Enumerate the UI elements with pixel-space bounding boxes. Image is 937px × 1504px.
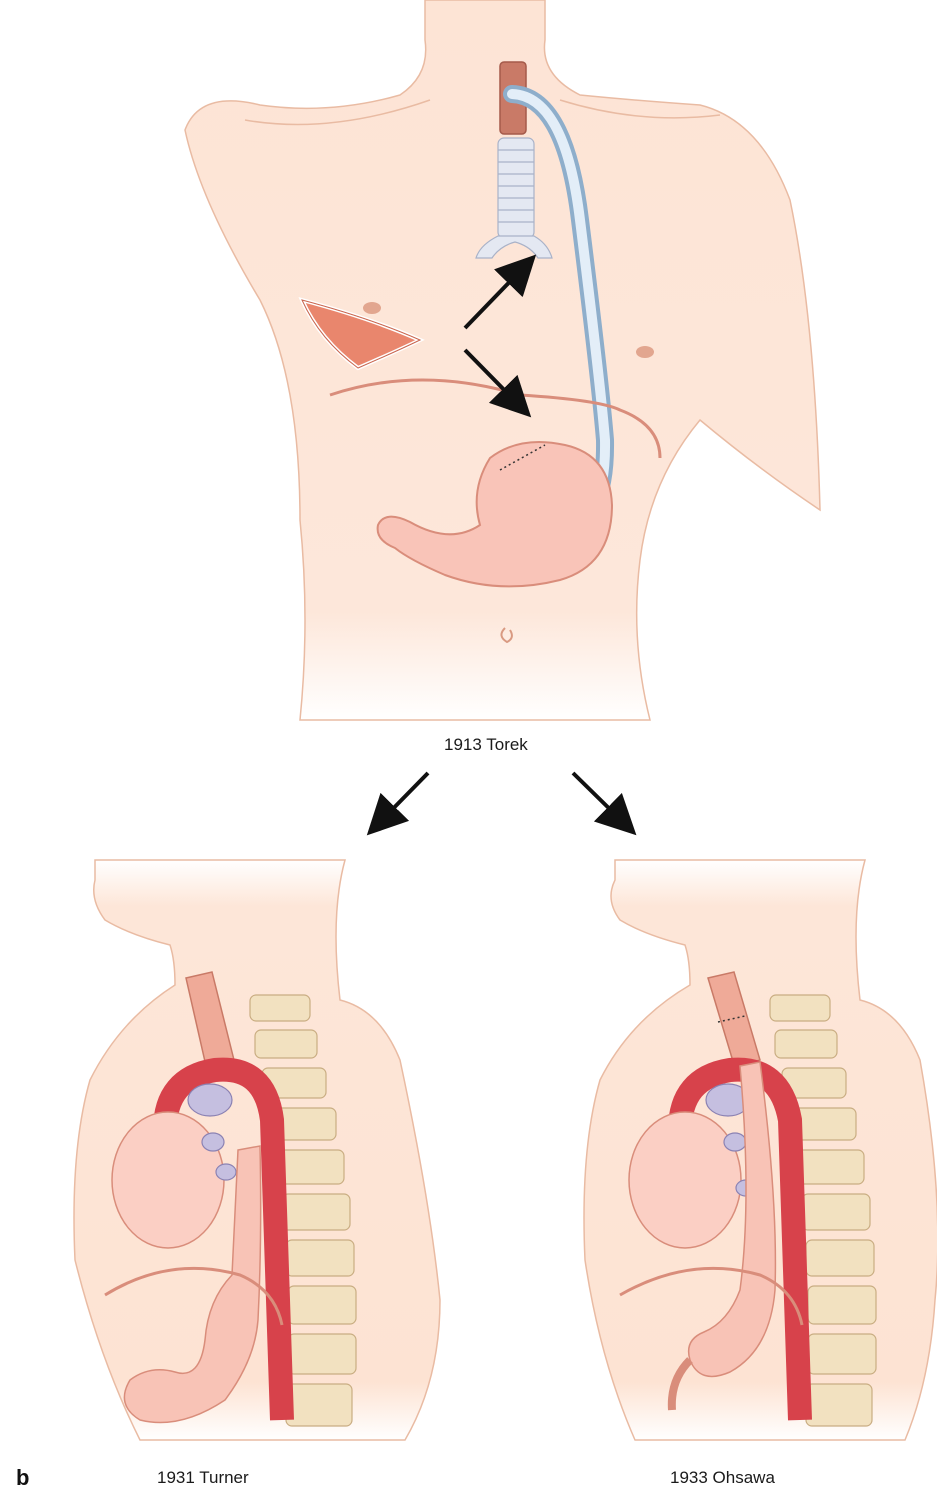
nipple-right [636,346,654,358]
nipple-left [363,302,381,314]
caption-ohsawa: 1933 Ohsawa [670,1468,775,1488]
panel-label: b [16,1465,29,1491]
torso-front-view [185,0,820,720]
caption-turner: 1931 Turner [157,1468,249,1488]
side-view-turner [74,860,440,1440]
heart-turner [112,1112,224,1248]
side-view-ohsawa [584,860,937,1440]
heart-ohsawa [629,1112,741,1248]
caption-torek: 1913 Torek [444,735,528,755]
arrow-to-ohsawa [573,773,625,824]
arrow-to-turner [378,773,428,824]
